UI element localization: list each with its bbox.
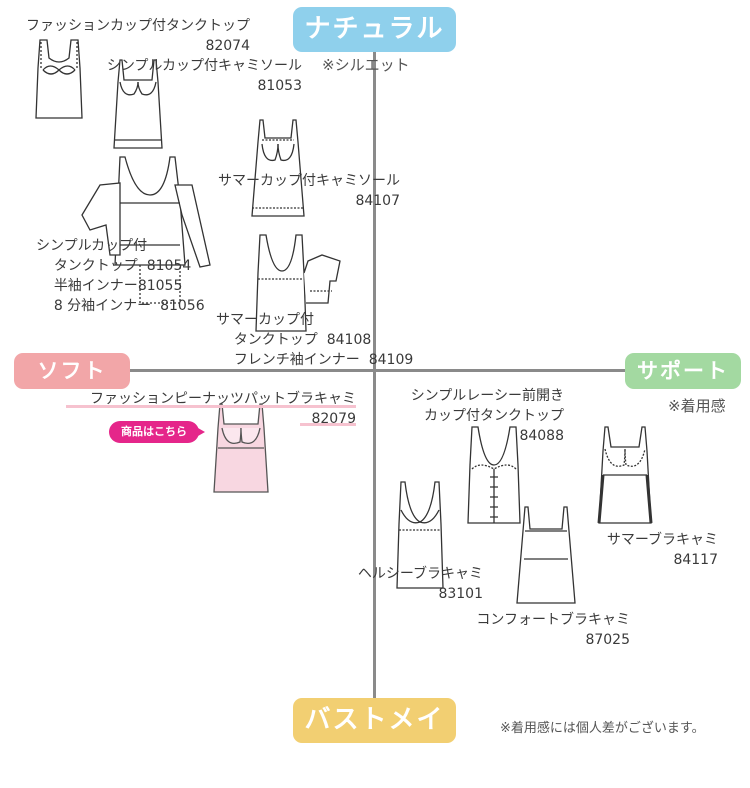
garment-87025-illustration [515, 505, 577, 605]
highlight-underline-code [300, 423, 356, 426]
garment-84107-illustration [248, 118, 308, 218]
garment-81054-group-illustration [80, 155, 215, 305]
axis-label-natural: ナチュラル [293, 7, 456, 52]
product-link-button[interactable]: 商品はこちら [109, 421, 205, 443]
axis-label-bustmake: バストメイク [293, 698, 456, 780]
garment-82079-illustration [208, 402, 274, 494]
product-label-84108-group: サマーカップ付 タンクトップ 84108 フレンチ袖インナー 84109 [216, 312, 414, 368]
silhouette-note: ※シルエット [322, 56, 410, 74]
footer-note: ※着用感には個人差がございます。 [500, 721, 705, 736]
garment-84108-group-illustration [252, 233, 344, 333]
product-label-81054-group: シンプルカップ付 タンクトップ 81054 半袖インナー81055 8 分袖イン… [36, 238, 205, 314]
garment-84117-illustration [595, 425, 655, 525]
garment-83101-illustration [395, 480, 445, 590]
fit-note: ※着用感 [668, 397, 726, 415]
garment-82074-illustration [30, 38, 88, 120]
vertical-axis [373, 52, 376, 702]
axis-label-support: サポート [625, 353, 741, 389]
garment-81053-illustration [108, 58, 168, 150]
horizontal-axis [125, 369, 625, 372]
axis-label-soft: ソフト [14, 353, 130, 389]
highlight-underline [66, 405, 356, 408]
garment-84088-illustration [466, 425, 522, 525]
